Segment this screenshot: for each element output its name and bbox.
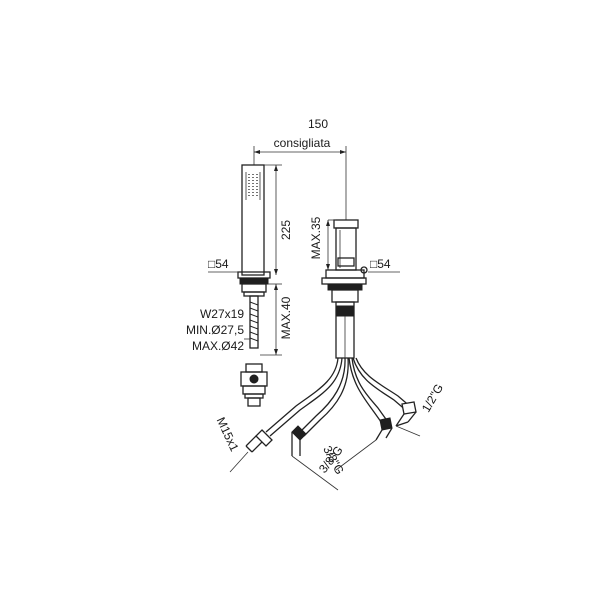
connector-38-middle: [375, 417, 393, 441]
hand-shower-thread-rod: [249, 295, 259, 349]
hand-shower: [241, 164, 265, 276]
width-dimension-note: consigliata: [274, 136, 331, 150]
max-35-dimension: [326, 219, 336, 270]
hole-width-label: W27x19: [200, 307, 244, 321]
shower-nozzle-dots: [248, 174, 258, 198]
thread-12-label: 1/2"G: [419, 381, 446, 414]
max-40-dimension: [260, 283, 282, 356]
hose-fitting: [240, 363, 268, 407]
thread-m15-label: M15x1: [214, 415, 242, 454]
hoses: [265, 357, 413, 437]
connector-12: [395, 401, 417, 427]
max-35-label: MAX.35: [309, 216, 323, 259]
hole-max-label: MAX.Ø42: [192, 339, 244, 353]
hand-base-square-label: □54: [208, 257, 229, 271]
connector-38-lower: [291, 425, 307, 456]
spout-base-square-label: □54: [370, 257, 391, 271]
hole-min-label: MIN.Ø27,5: [186, 323, 244, 337]
spout-mounting-shank: [335, 301, 355, 359]
max-40-label: MAX.40: [279, 296, 293, 339]
thread-leaders: [229, 425, 421, 491]
width-dimension: [253, 146, 347, 220]
height-225-label: 225: [279, 220, 293, 240]
connector-m15: [245, 429, 273, 453]
width-dimension-value: 150: [308, 117, 328, 131]
spout-base: [321, 266, 368, 303]
spout-body: [333, 219, 359, 271]
height-225-dimension: [264, 164, 282, 275]
